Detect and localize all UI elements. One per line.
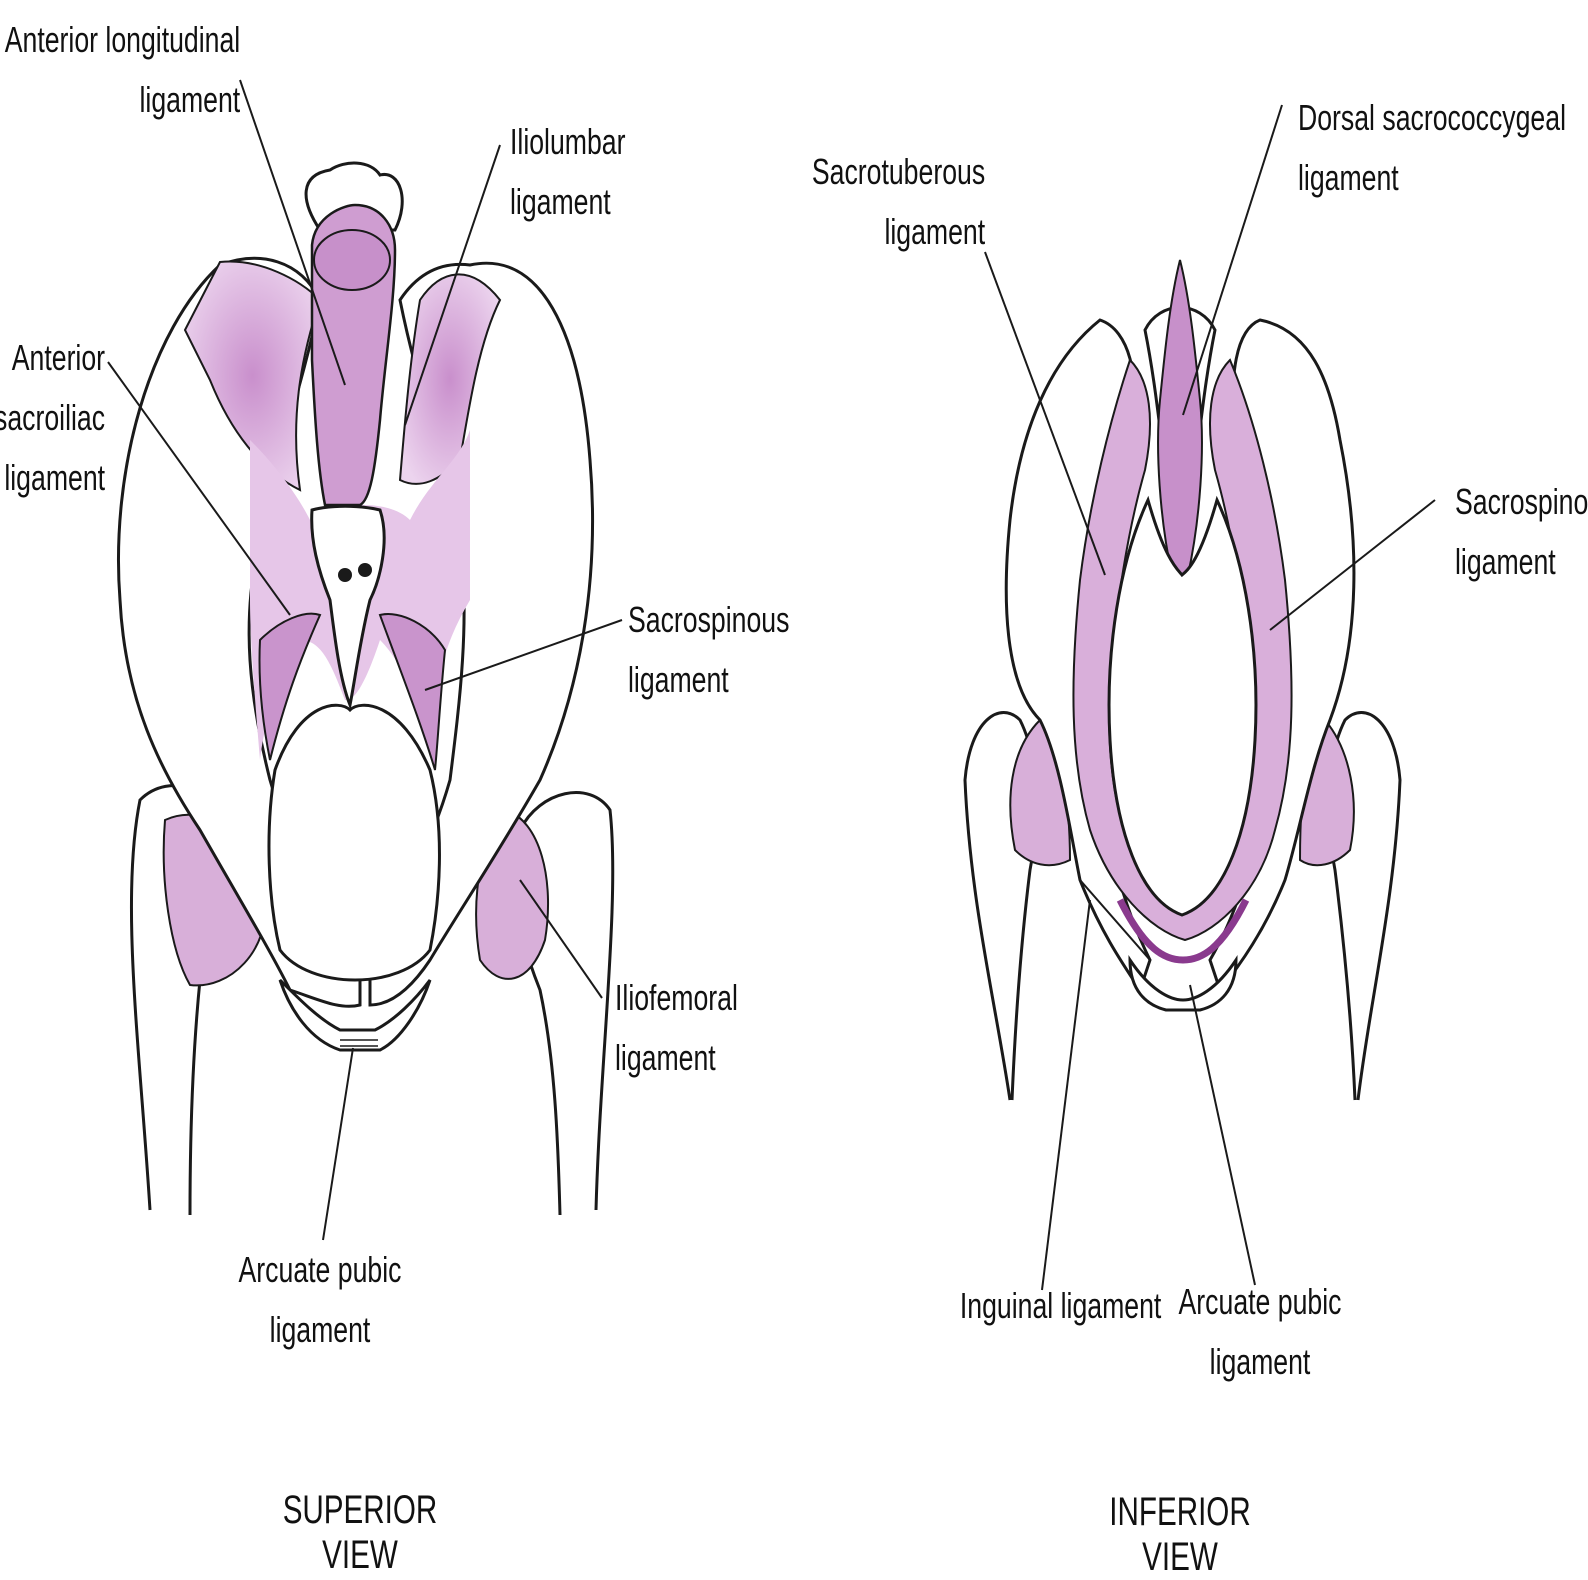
- label-sacrotuberous-ligament: Sacrotuberous ligament: [812, 142, 985, 262]
- superior-view-drawing: [118, 163, 612, 1215]
- label-iliolumbar-ligament: Iliolumbar ligament: [510, 112, 625, 232]
- label-anterior-longitudinal-ligament: Anterior longitudinal ligament: [5, 10, 240, 130]
- pelvic-inlet: [269, 705, 439, 980]
- inferior-view-drawing: [965, 260, 1400, 1100]
- caption-inferior-view: INFERIOR VIEW: [1084, 1490, 1276, 1580]
- leader-inguinal: [1042, 900, 1090, 1290]
- label-sacrospinous-ligament: Sacrospinous ligament: [628, 590, 789, 710]
- label-dorsal-sacrococcygeal-ligament: Dorsal sacrococcygeal ligament: [1298, 88, 1566, 208]
- sacral-foramen: [338, 568, 352, 582]
- vertebral-body: [314, 230, 390, 290]
- leader-arcuate-pubic: [323, 1048, 353, 1240]
- label-arcuate-pubic-ligament: Arcuate pubic ligament: [231, 1240, 409, 1360]
- label-anterior-sacroiliac-ligament: Anterior sacroiliac ligament: [0, 328, 105, 508]
- label-arcuate-pubic-ligament-inferior: Arcuate pubic ligament: [1171, 1272, 1349, 1392]
- sacral-foramen: [358, 563, 372, 577]
- label-inguinal-ligament: Inguinal ligament: [960, 1276, 1130, 1336]
- label-sacrospinous-ligament-inferior: Sacrospinous ligament: [1455, 472, 1588, 592]
- pelvic-ligaments-figure: Anterior longitudinal ligament Iliolumba…: [0, 0, 1588, 1540]
- label-iliofemoral-ligament: Iliofemoral ligament: [615, 968, 738, 1088]
- dorsal-sacrococcygeal-ligament: [1158, 260, 1202, 575]
- leader-arcuate-pubic: [1190, 985, 1255, 1285]
- caption-superior-view: SUPERIOR VIEW: [264, 1488, 456, 1578]
